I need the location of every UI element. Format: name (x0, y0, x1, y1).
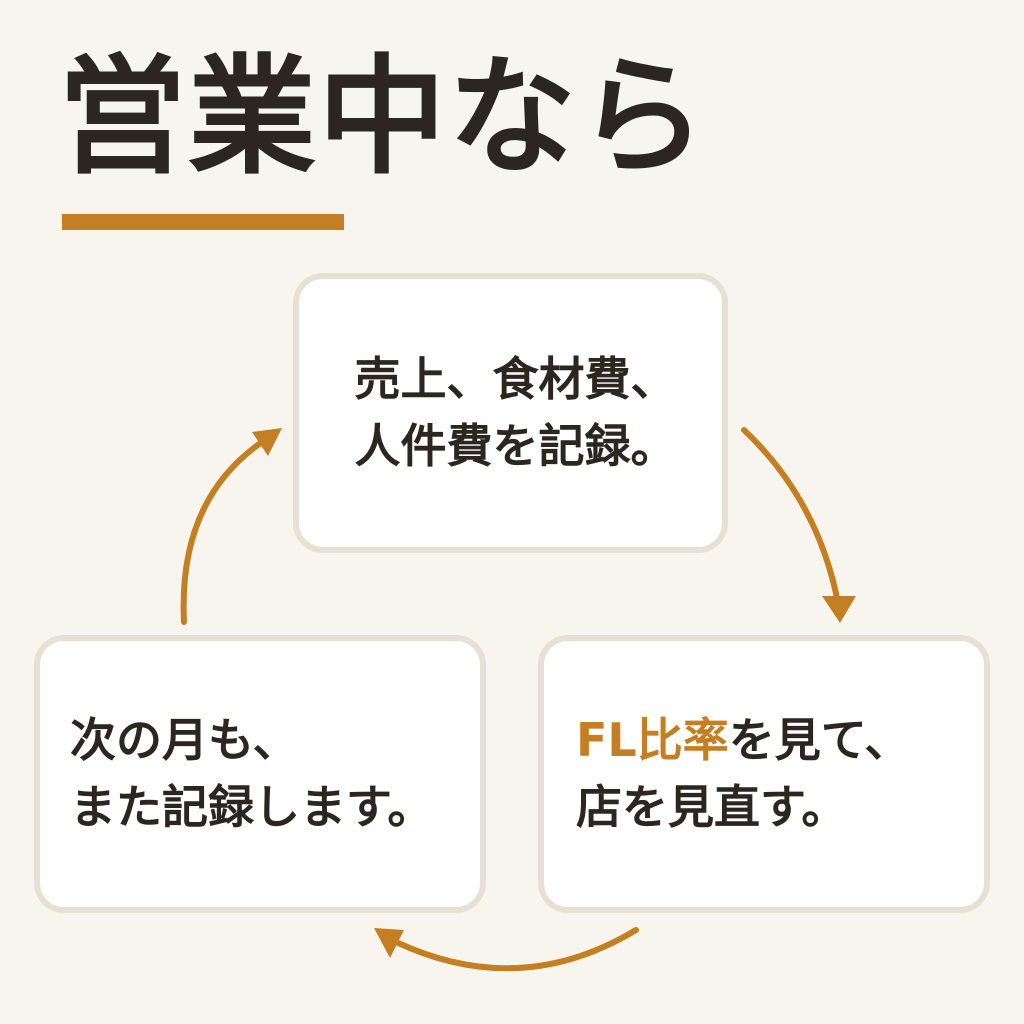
arrow-left-to-top (180, 428, 282, 625)
step-review-line-1: FL比率を見て、 (576, 707, 910, 774)
step-repeat-line-1: 次の月も、 (70, 713, 299, 768)
step-card-record: 売上、食材費、 人件費を記録。 (293, 273, 728, 553)
step-review-line-2: 店を見直す。 (576, 780, 848, 834)
title-underline (62, 214, 344, 230)
step-text-repeat: 次の月も、 また記録します。 (70, 707, 433, 840)
arrow-right-to-left (374, 927, 639, 972)
step-card-review: FL比率を見て、 店を見直す。 (538, 635, 990, 913)
step-record-line-2: 人件費を記録。 (354, 419, 677, 473)
step-card-repeat: 次の月も、 また記録します。 (34, 635, 486, 913)
arrow-top-to-right (741, 427, 856, 623)
step-repeat-line-2: また記録します。 (70, 780, 434, 834)
step-text-review: FL比率を見て、 店を見直す。 (576, 707, 910, 840)
step-review-line-1-rest: を見て、 (728, 713, 911, 768)
step-text-record: 売上、食材費、 人件費を記録。 (355, 346, 677, 479)
step-record-line-1: 売上、食材費、 (354, 352, 677, 407)
page-title: 営業中なら (58, 43, 709, 192)
fl-ratio-highlight: FL比率 (576, 713, 729, 768)
